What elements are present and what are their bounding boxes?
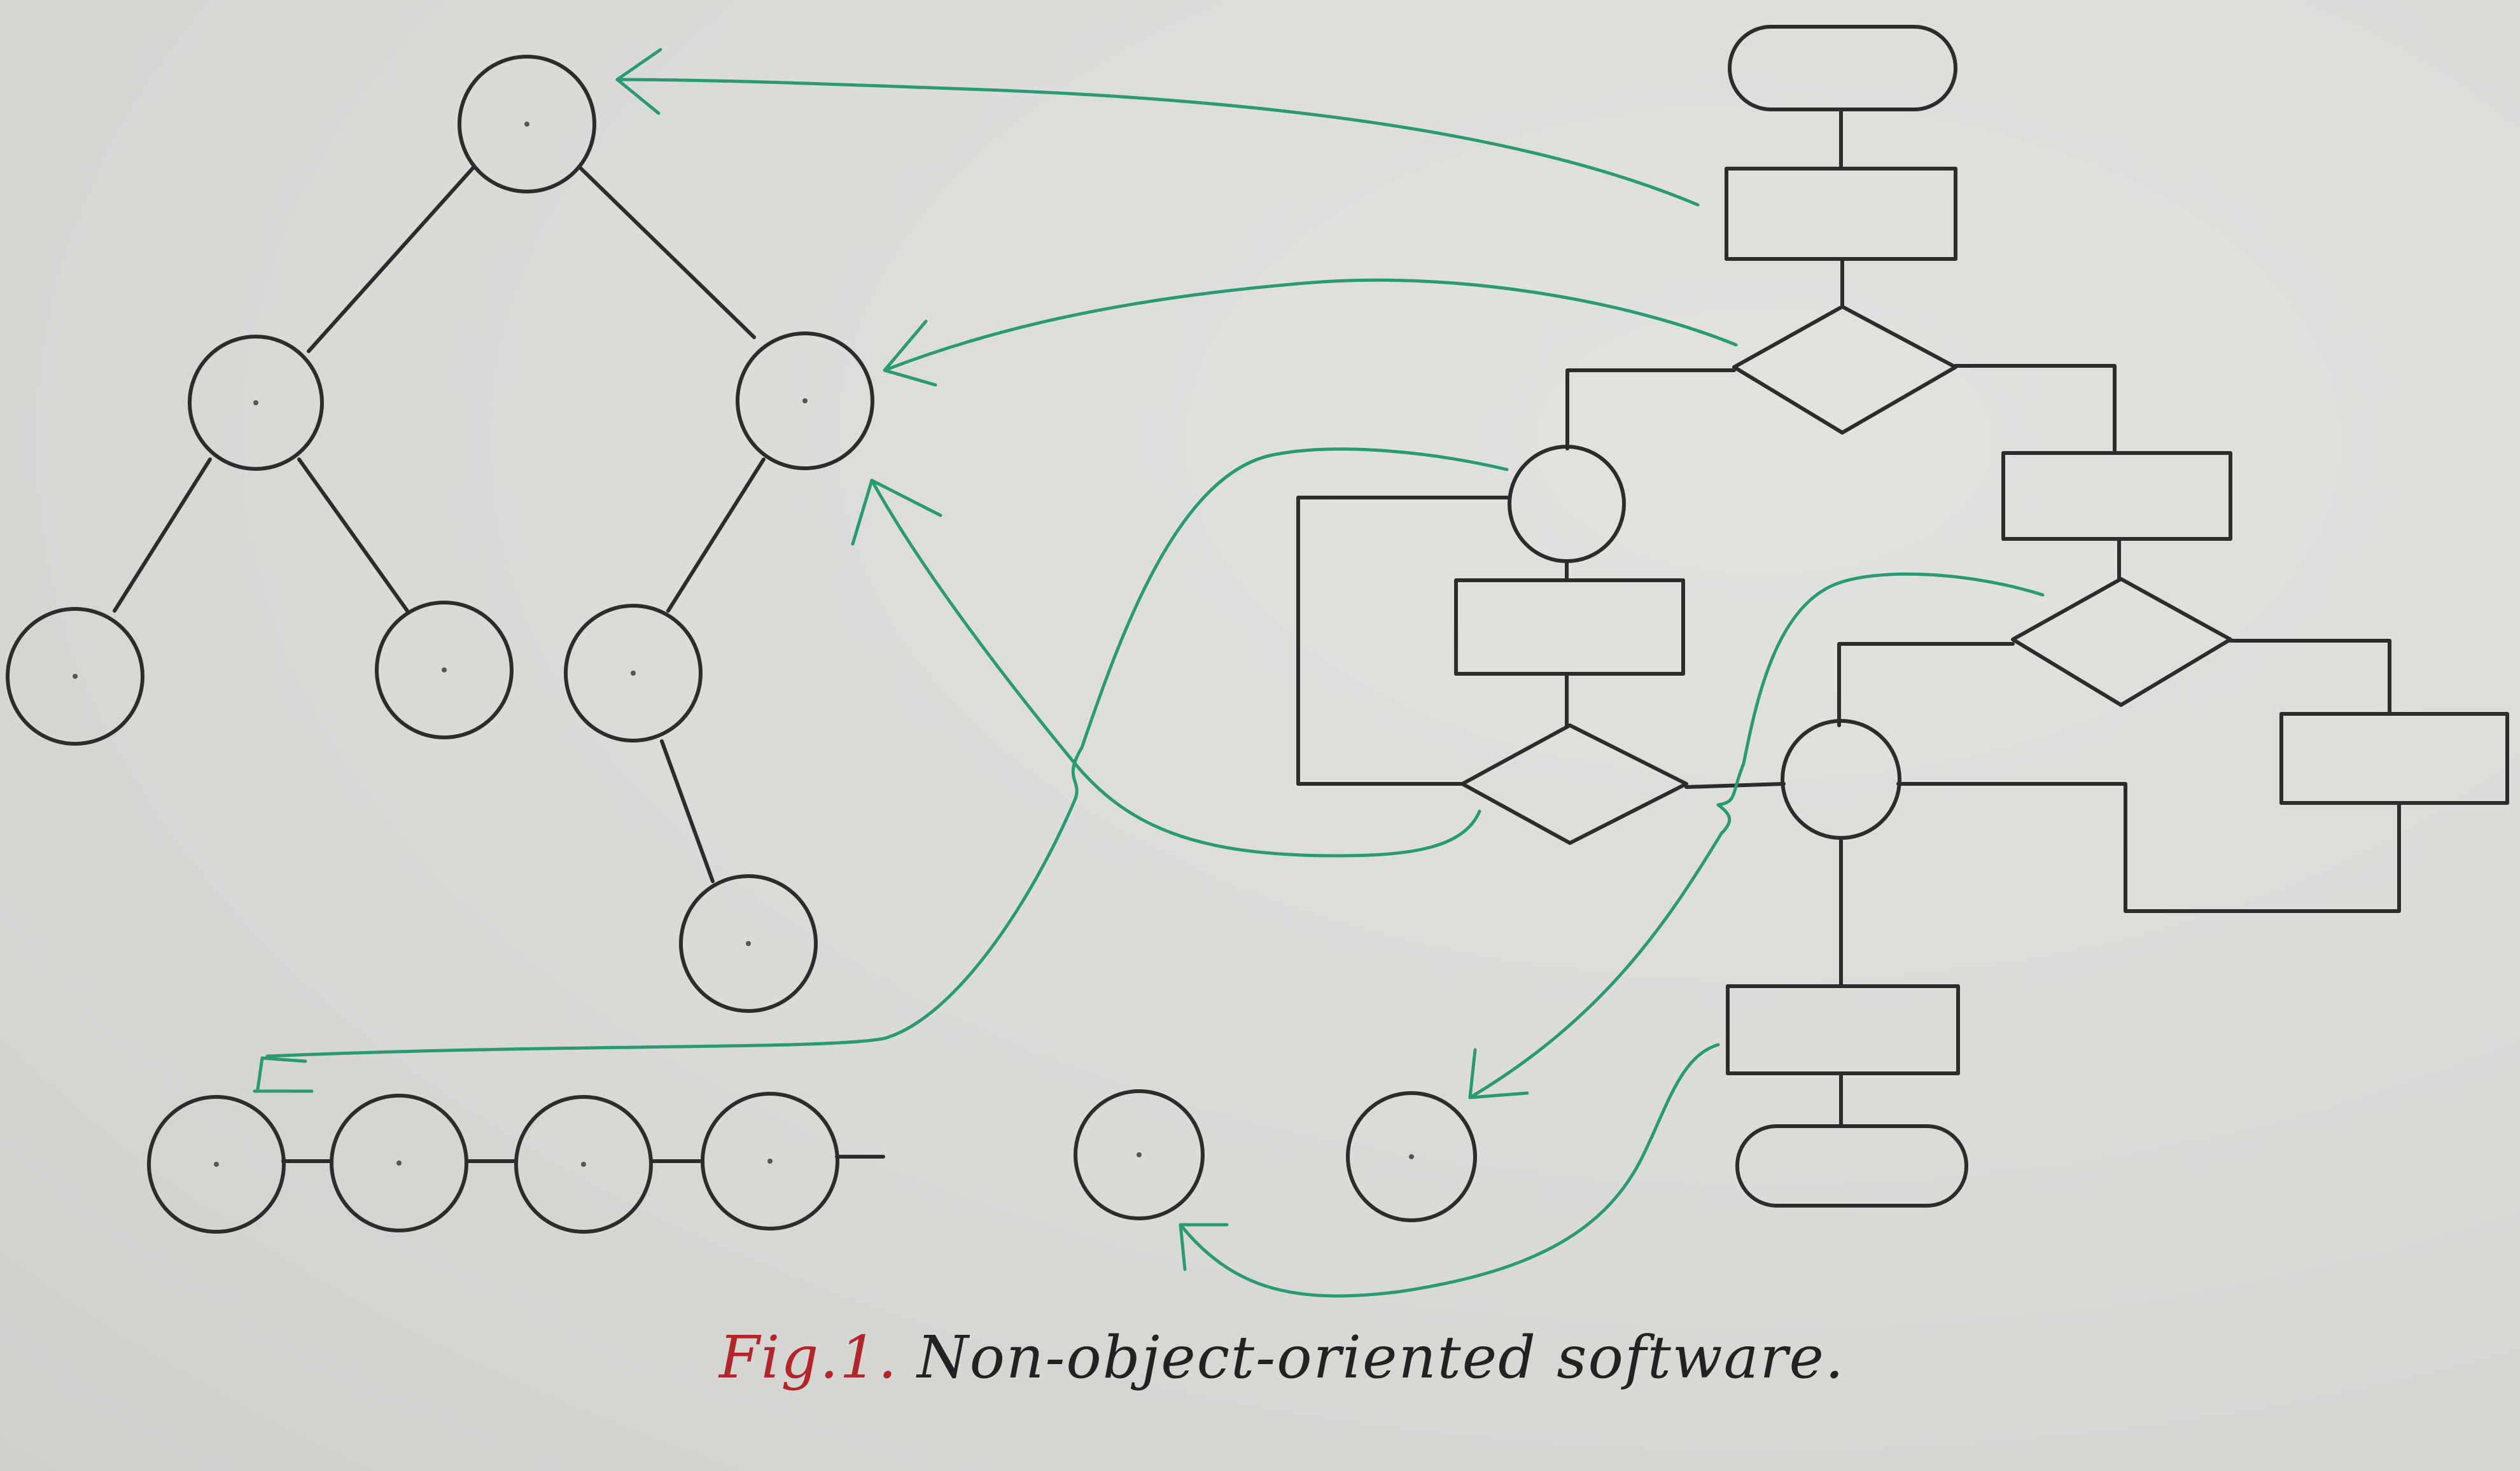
tree-edge	[297, 457, 409, 613]
access-arrow	[615, 78, 1700, 207]
flowchart-decision	[2011, 577, 2232, 707]
arrowhead	[851, 478, 942, 546]
flowchart-process	[1454, 578, 1685, 676]
tree-edge	[113, 457, 212, 613]
flowchart-end-terminal	[1735, 1124, 1968, 1208]
linked-list	[147, 1092, 885, 1234]
tree-edge	[577, 165, 756, 339]
access-arrow	[1179, 1043, 1720, 1298]
flowchart-process	[2001, 451, 2232, 541]
tree-edge	[660, 739, 715, 883]
access-arrow	[1468, 572, 2045, 1099]
flowchart-process	[1725, 167, 1957, 261]
tree-node	[736, 331, 874, 470]
tree-node	[188, 335, 324, 471]
arrowhead	[883, 319, 937, 387]
list-node	[701, 1092, 839, 1230]
arrowhead	[615, 48, 662, 115]
flowchart-decision	[1460, 723, 1688, 845]
arrowhead	[1179, 1223, 1229, 1271]
flowchart-decision	[1732, 305, 1957, 435]
access-arrow	[883, 278, 1738, 372]
standalone-data	[1074, 1089, 1477, 1222]
tree-structure	[6, 55, 874, 1013]
figure-caption-text: Non-object-oriented software.	[917, 1323, 1845, 1391]
tree-edge	[666, 457, 766, 613]
tree-leaf-node	[6, 607, 144, 746]
figure-label: Fig.1.	[719, 1323, 899, 1391]
flowchart-connector	[1508, 445, 1626, 563]
access-arrow	[265, 447, 1509, 1058]
flowchart-start-terminal	[1728, 25, 1957, 111]
flowchart-process	[2279, 712, 2509, 805]
tree-root-node	[458, 55, 596, 193]
flowchart-connector	[1781, 719, 1901, 840]
flowchart-process	[1726, 984, 1960, 1075]
data-node	[1074, 1089, 1205, 1220]
list-node	[147, 1095, 286, 1234]
arrowhead	[1468, 1048, 1529, 1099]
access-arrows	[253, 48, 2045, 1298]
list-node	[514, 1095, 653, 1234]
list-node	[330, 1094, 468, 1232]
tree-node	[564, 604, 703, 742]
data-node	[1346, 1091, 1477, 1222]
tree-edge	[307, 165, 476, 353]
tree-leaf-node	[679, 874, 818, 1013]
tree-leaf-node	[375, 601, 514, 739]
access-arrow	[870, 478, 1481, 858]
flowchart	[1296, 25, 2509, 1208]
figure-caption: Fig.1. Non-object-oriented software.	[719, 1323, 1845, 1391]
arrowhead	[256, 1056, 307, 1091]
